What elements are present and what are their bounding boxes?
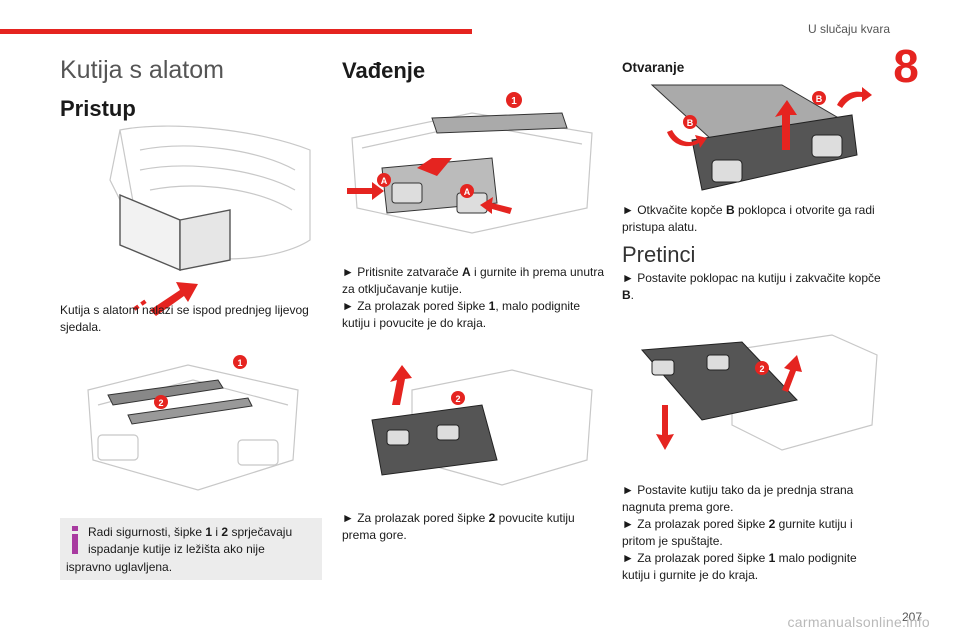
callout-a-right: A (464, 187, 471, 197)
compartments-illustration: 2 (640, 334, 878, 451)
compartments-step-4: ► Za prolazak pored šipke 1 malo podigni… (622, 551, 857, 582)
column-3: Otvaranje B B ► Otkvačite kopče B poklop… (622, 50, 884, 590)
removal-illustration-1: 1 A A (347, 92, 593, 234)
callout-b-left: B (687, 118, 694, 128)
opening-illustration: B B (650, 84, 872, 191)
removal-step-3: ► Za prolazak pored šipke 2 povucite kut… (342, 511, 575, 542)
callout-b-right: B (816, 94, 823, 104)
main-title: Kutija s alatom (60, 56, 224, 84)
svg-text:1: 1 (237, 358, 242, 368)
access-description: Kutija s alatom nalazi se ispod prednjeg… (60, 303, 309, 334)
removal-step-2: ► Za prolazak pored šipke 1, malo podign… (342, 299, 581, 330)
opening-step: ► Otkvačite kopče B poklopca i otvorite … (622, 203, 875, 234)
callout-1: 1 (511, 96, 517, 107)
note-text-end: ispravno uglavljena. (66, 560, 173, 574)
safety-note: Radi sigurnosti, šipke 1 i 2 sprječavaju… (60, 518, 322, 580)
compartments-step-3: ► Za prolazak pored šipke 2 gurnite kuti… (622, 517, 853, 548)
info-icon (72, 526, 78, 554)
heading-compartments: Pretinci (622, 242, 696, 267)
heading-access: Pristup (60, 96, 136, 121)
callout-2-compartments: 2 (759, 364, 764, 374)
removal-illustration-2: 2 (371, 365, 593, 486)
column-2: Vađenje 1 A A ► Pritisnite zatvarače A i… (342, 50, 604, 590)
chapter-number: 8 (893, 40, 919, 92)
box-bars-illustration: 1 2 (87, 355, 299, 491)
callout-2-removal: 2 (455, 394, 460, 404)
watermark: carmanualsonline.info (787, 614, 930, 630)
header-red-bar (0, 29, 472, 34)
heading-removal: Vađenje (342, 58, 426, 83)
running-header: U slučaju kvara (807, 22, 890, 36)
removal-step-1: ► Pritisnite zatvarače A i gurnite ih pr… (342, 265, 605, 296)
note-text: Radi sigurnosti, šipke 1 i 2 sprječavaju… (88, 525, 293, 556)
compartments-step-1: ► Postavite poklopac na kutiju i zakvači… (622, 271, 881, 302)
compartments-step-2: ► Postavite kutiju tako da je prednja st… (622, 483, 854, 514)
seat-illustration (109, 125, 311, 316)
page-number: 207 (901, 610, 922, 624)
callout-a-left: A (381, 176, 388, 186)
heading-opening: Otvaranje (622, 60, 685, 75)
column-1: Kutija s alatom Pristup Kutija s alatom … (60, 50, 322, 590)
svg-text:2: 2 (158, 398, 163, 408)
